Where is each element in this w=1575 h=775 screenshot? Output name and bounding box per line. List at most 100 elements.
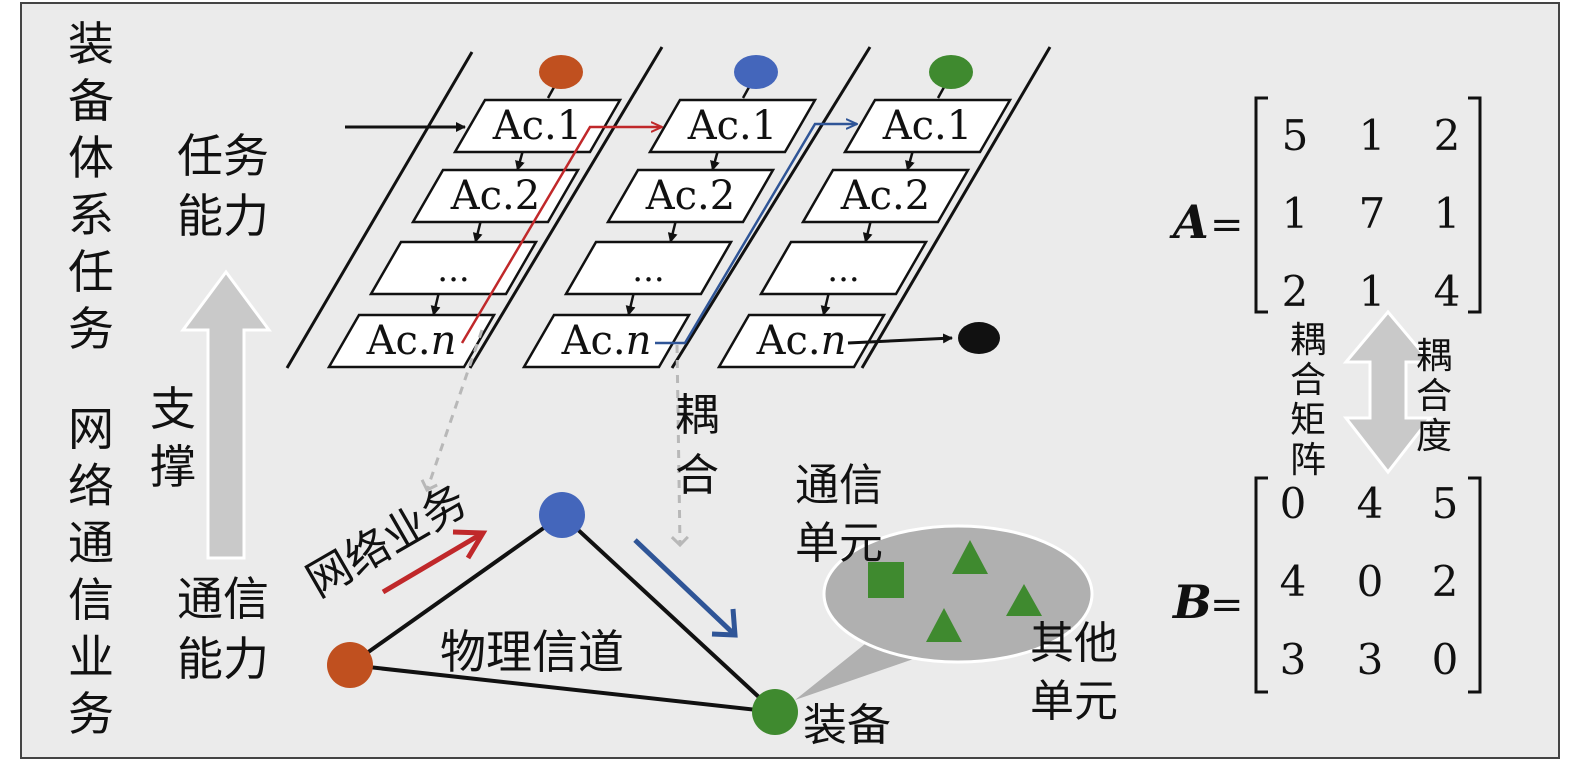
matrix-cell: 4 [1434, 267, 1461, 316]
matrix-cell: 2 [1282, 267, 1309, 316]
activity-label: Ac.2 [840, 173, 930, 219]
matrix-equals: = [1210, 582, 1244, 628]
activity-box [647, 98, 818, 154]
unit-triangle [926, 608, 962, 642]
network-service-char: 信 [68, 573, 114, 627]
matrix-cell: 5 [1432, 479, 1459, 528]
matrix-cell: 0 [1357, 557, 1384, 606]
dashed-arrow-middle [670, 344, 689, 548]
activity-label: ... [632, 250, 664, 290]
blue-service-arrow [633, 538, 737, 637]
support-label-2: 撑 [150, 440, 196, 494]
equipment-task-char: 体 [68, 131, 114, 185]
coupling-degree-char: 耦 [1416, 336, 1452, 377]
coupling-degree-label: 耦合度 [1416, 336, 1452, 457]
link-blue-green [560, 513, 777, 714]
activity-box [800, 168, 971, 224]
matrix-cell: 4 [1357, 479, 1384, 528]
activity-node [734, 55, 778, 89]
activity-label: Ac.n [756, 318, 847, 364]
comm-unit-label-1: 通信 [795, 460, 883, 511]
activity-box [326, 313, 497, 369]
coupling-label-1: 耦 [675, 390, 719, 441]
coupling-matrix-char: 耦 [1290, 320, 1326, 361]
task-capability-label-2: 能力 [177, 189, 269, 243]
dashed-arrow-left [420, 329, 484, 493]
activity-label: Ac.1 [687, 103, 777, 149]
coupling-label-2: 合 [675, 450, 719, 501]
matrix-cell: 3 [1357, 635, 1384, 684]
activity-label: Ac.n [561, 318, 652, 364]
network-node-orange [327, 642, 373, 688]
activity-label: Ac.n [366, 318, 457, 364]
network-node-green [752, 689, 798, 735]
network-service-char: 络 [68, 459, 114, 513]
activity-label: ... [827, 250, 859, 290]
activity-column: Ac.1Ac.2... Ac.n [716, 55, 1013, 369]
coupling-double-arrow [1342, 309, 1434, 475]
support-label-1: 支 [150, 382, 196, 436]
blue-flow-line [655, 124, 857, 345]
matrix-cell: 1 [1434, 189, 1461, 238]
activity-box [410, 168, 581, 224]
support-arrow [180, 269, 272, 560]
network-node-blue [539, 492, 585, 538]
activity-label: Ac.1 [882, 103, 972, 149]
network-service-char: 网 [68, 402, 114, 456]
equipment-task-char: 务 [68, 302, 114, 356]
activity-box [452, 98, 623, 154]
red-flow-line [460, 127, 662, 344]
equipment-label: 装备 [803, 700, 891, 751]
matrix-cell: 4 [1280, 557, 1307, 606]
network-service-char: 务 [68, 687, 114, 741]
activity-column: Ac.1Ac.2... Ac.n [521, 55, 818, 369]
activity-box [563, 240, 734, 296]
activity-box [842, 98, 1013, 154]
equipment-callout [822, 524, 1094, 664]
comm-capability-label-2: 能力 [177, 632, 269, 686]
comm-unit-square [868, 562, 904, 598]
matrix-cell: 3 [1280, 635, 1307, 684]
matrix-equals: = [1210, 202, 1244, 248]
matrix-cell: 5 [1282, 111, 1309, 160]
activity-columns: Ac.1Ac.2...Ac.nAc.1Ac.2...Ac.nAc.1Ac.2..… [326, 55, 1013, 369]
unit-triangle [1006, 584, 1042, 616]
activity-box [716, 313, 887, 369]
physical-channel-label: 物理信道 [440, 625, 624, 679]
matrix-bracket-left [1254, 96, 1268, 314]
swimlane-lines [285, 46, 1052, 369]
matrix-cell: 1 [1359, 267, 1386, 316]
matrix-cell: 2 [1432, 557, 1459, 606]
activity-label: Ac.2 [645, 173, 735, 219]
other-unit-label-1: 其他 [1030, 618, 1118, 669]
output-arrow [847, 333, 953, 345]
network-service-char: 业 [68, 630, 114, 684]
activity-node [929, 55, 973, 89]
network-service-char: 通 [68, 516, 114, 570]
coupling-degree-char: 合 [1416, 376, 1452, 417]
coupling-degree-char: 度 [1416, 416, 1452, 457]
activity-box [521, 313, 692, 369]
activity-column: Ac.1Ac.2...Ac.n [326, 55, 623, 369]
matrix-name: B [1171, 575, 1212, 629]
blue-service-arrowhead [711, 608, 738, 638]
matrix-bracket-right [1468, 96, 1482, 314]
matrix-bracket-left [1254, 476, 1268, 694]
coupling-matrix-char: 矩 [1290, 400, 1326, 441]
end-node [958, 322, 1000, 354]
matrix-cell: 7 [1359, 189, 1386, 238]
coupling-matrix-char: 合 [1290, 360, 1326, 401]
matrix-cell: 0 [1432, 635, 1459, 684]
activity-node [539, 55, 583, 89]
equipment-task-char: 备 [68, 74, 114, 128]
link-orange-blue [348, 513, 564, 667]
activity-label: Ac.1 [492, 103, 582, 149]
equipment-task-char: 任 [68, 245, 114, 299]
coupling-matrix-char: 阵 [1290, 440, 1326, 481]
matrix-cell: 1 [1282, 189, 1309, 238]
